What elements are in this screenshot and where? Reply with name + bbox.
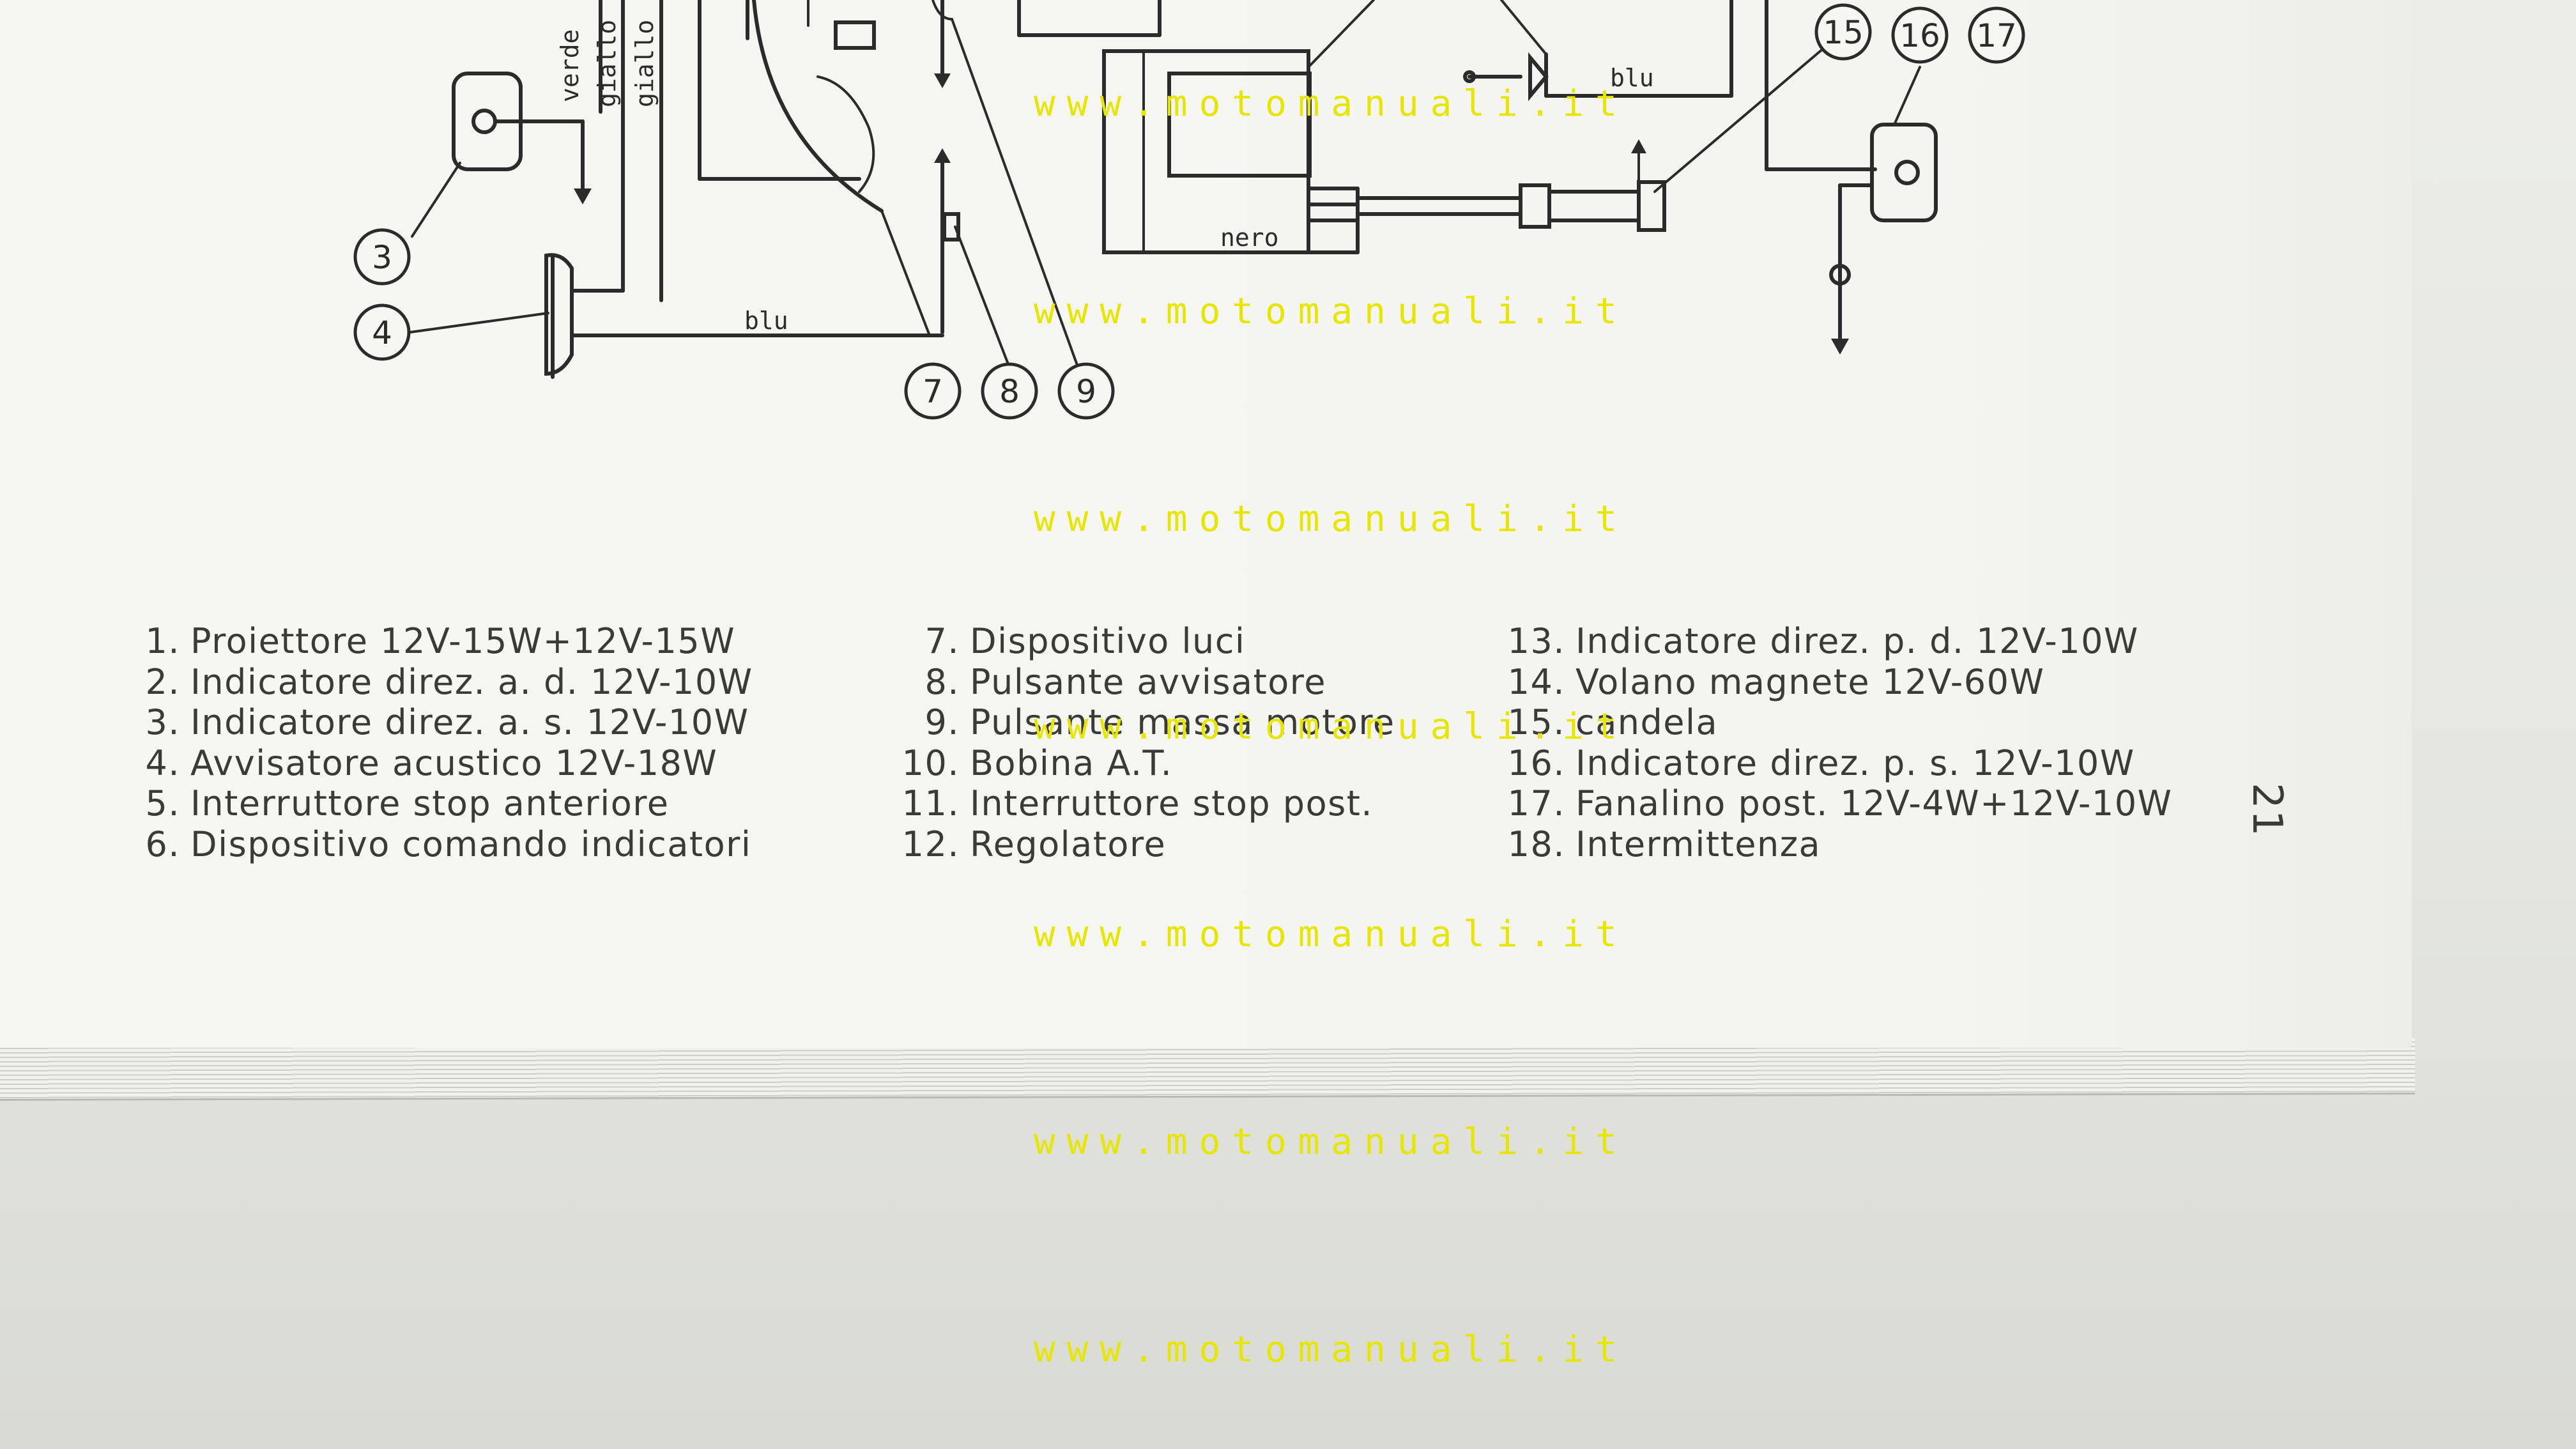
component-10-ignition-coil bbox=[1017, 0, 1375, 254]
watermark: www.motomanuali.it bbox=[1034, 498, 1629, 540]
watermark: www.motomanuali.it bbox=[1034, 914, 1629, 955]
legend-column-2: 7.Dispositivo luci 8.Pulsante avvisatore… bbox=[889, 621, 1395, 864]
component-16-rear-indicator bbox=[1829, 66, 1938, 355]
callout-16: 16 bbox=[1891, 6, 1949, 64]
legend-item: 2.Indicatore direz. a. d. 12V-10W bbox=[145, 661, 753, 702]
svg-text:7: 7 bbox=[923, 373, 943, 410]
legend-item: 7.Dispositivo luci bbox=[924, 621, 1246, 661]
watermark: www.motomanuali.it bbox=[1034, 83, 1629, 125]
component-7-light-switch bbox=[746, 0, 931, 337]
wiring-diagram-svg: verde giallo giallo blu blu nero 3 4 7 bbox=[353, 0, 2025, 420]
legend-item: 11.Interruttore stop post. bbox=[901, 783, 1374, 824]
component-15-spark-plug bbox=[1356, 47, 1825, 232]
svg-text:4: 4 bbox=[372, 314, 392, 351]
wire-label-verde: verde bbox=[556, 29, 584, 102]
svg-text:9: 9 bbox=[1076, 373, 1096, 410]
component-3-indicator-lamp bbox=[452, 72, 592, 204]
legend-item: 1.Proiettore 12V-15W+12V-15W bbox=[145, 621, 736, 661]
legend-item: 15.candela bbox=[1507, 702, 1719, 742]
legend-column-3: 13.Indicatore direz. p. d. 12V-10W 14.Vo… bbox=[1495, 621, 2172, 864]
legend-item: 8.Pulsante avvisatore bbox=[924, 661, 1327, 702]
component-14-magneto-wiring bbox=[1463, 0, 1877, 171]
legend-item: 12.Regolatore bbox=[901, 824, 1167, 864]
legend-item: 14.Volano magnete 12V-60W bbox=[1507, 661, 2045, 702]
callout-15: 15 bbox=[1814, 3, 1872, 61]
watermark: www.motomanuali.it bbox=[1034, 1329, 1629, 1370]
component-4-horn bbox=[544, 253, 931, 379]
wire-label-blu-left: blu bbox=[744, 307, 788, 335]
svg-text:17: 17 bbox=[1976, 17, 2017, 54]
legend-column-1: 1.Proiettore 12V-15W+12V-15W 2.Indicator… bbox=[143, 621, 753, 864]
svg-text:3: 3 bbox=[372, 239, 392, 276]
wire-label-giallo-1: giallo bbox=[593, 20, 621, 107]
svg-text:15: 15 bbox=[1823, 14, 1864, 51]
legend-item: 18.Intermittenza bbox=[1507, 824, 1821, 864]
callout-17: 17 bbox=[1968, 6, 2025, 64]
callout-4: 4 bbox=[353, 303, 549, 361]
page-number: 21 bbox=[2243, 783, 2290, 838]
legend-item: 3.Indicatore direz. a. s. 12V-10W bbox=[145, 702, 749, 742]
legend-item: 9.Pulsante massa motore bbox=[924, 702, 1395, 742]
wire-label-giallo-2: giallo bbox=[631, 20, 659, 107]
legend-item: 17.Fanalino post. 12V-4W+12V-10W bbox=[1507, 783, 2173, 824]
legend-item: 6.Dispositivo comando indicatori bbox=[145, 824, 752, 864]
svg-text:16: 16 bbox=[1899, 17, 1940, 54]
wire-label-blu-right: blu bbox=[1610, 64, 1654, 92]
legend-item: 4.Avvisatore acustico 12V-18W bbox=[145, 742, 718, 783]
callout-9: 9 bbox=[1057, 362, 1115, 420]
legend-item: 16.Indicatore direz. p. s. 12V-10W bbox=[1507, 742, 2135, 783]
callout-7: 7 bbox=[904, 362, 962, 420]
callout-8: 8 bbox=[954, 226, 1038, 420]
callout-3: 3 bbox=[353, 162, 461, 286]
component-9-ground-button bbox=[931, 0, 1087, 391]
legend-item: 10.Bobina A.T. bbox=[901, 742, 1173, 783]
watermark: www.motomanuali.it bbox=[1034, 1121, 1629, 1163]
wire-label-nero: nero bbox=[1220, 224, 1279, 252]
svg-text:8: 8 bbox=[999, 373, 1020, 410]
watermark: www.motomanuali.it bbox=[1034, 291, 1629, 332]
legend-item: 5.Interruttore stop anteriore bbox=[145, 783, 670, 824]
legend-item: 13.Indicatore direz. p. d. 12V-10W bbox=[1507, 621, 2139, 661]
component-8-horn-button bbox=[928, 148, 960, 337]
vertical-wires bbox=[599, 0, 861, 302]
watermark: www.motomanuali.it bbox=[1034, 706, 1629, 747]
wiring-diagram: verde giallo giallo blu blu nero 3 4 7 bbox=[0, 0, 2576, 447]
